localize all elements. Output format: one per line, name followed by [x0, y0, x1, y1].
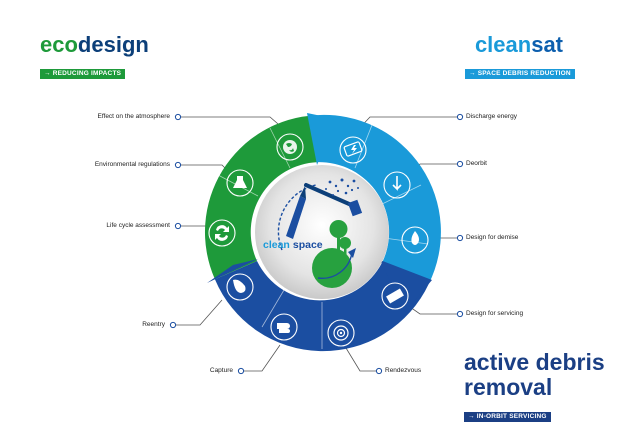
cleansat-title-part1: clean [474, 32, 532, 57]
ecodesign-tag: → REDUCING IMPACTS [40, 69, 126, 79]
arrow-notch-adr [380, 260, 432, 312]
flame-icon [401, 226, 429, 254]
tree-icon [329, 220, 348, 238]
debris-dots [325, 178, 359, 196]
hand-icon [270, 313, 298, 341]
leader-reentry [176, 299, 223, 326]
icon-glyphs [215, 140, 419, 341]
label-deorbit: Deorbit [466, 160, 487, 167]
dot-capture [237, 367, 245, 375]
adr-title: active debris removal [464, 350, 614, 400]
icon-circles [208, 133, 429, 347]
label-discharge: Discharge energy [466, 113, 517, 120]
recycle-icon [208, 219, 236, 247]
dot-lca [174, 222, 182, 230]
adr-title-line1: active debris [464, 349, 605, 375]
label-atmosphere: Effect on the atmosphere [97, 113, 170, 120]
dot-reentry [169, 321, 177, 329]
label-regulations: Environmental regulations [94, 161, 170, 168]
dot-servicing [456, 310, 464, 318]
dot-discharge [456, 113, 464, 121]
label-lca: Life cycle assessment [106, 222, 170, 229]
target-icon [327, 319, 355, 347]
adr-tag: → IN-ORBIT SERVICING [464, 412, 551, 422]
label-rendezvous: Rendezvous [385, 367, 422, 374]
dot-rendezvous [375, 367, 383, 375]
satellite-icon [381, 282, 409, 310]
center-disc [255, 165, 389, 299]
flask-icon [226, 169, 254, 197]
outer-ring [204, 113, 441, 352]
dot-regulations [174, 161, 182, 169]
cleansat-title: cleansat [475, 34, 563, 56]
adr-title-line2: removal [464, 373, 553, 400]
leader-rendezvous [345, 347, 376, 372]
center-illustration [277, 178, 363, 288]
label-reentry: Reentry [142, 321, 165, 328]
label-capture: Capture [209, 367, 233, 374]
arrow-notch-eco [207, 259, 258, 283]
rocket-icon [286, 196, 306, 239]
dot-demise [456, 234, 464, 242]
dot-atmosphere [174, 113, 182, 121]
leader-capture [244, 344, 281, 372]
ecodesign-title-part1: eco [40, 32, 78, 57]
label-demise: Design for demise [466, 234, 519, 241]
arrow-notch-cleansat [307, 113, 336, 165]
cleansat-title-part2: sat [531, 32, 563, 57]
meteor-icon [226, 273, 254, 301]
globe-icon [276, 133, 304, 161]
leader-dots [169, 113, 464, 375]
label-servicing: Design for servicing [466, 310, 524, 317]
dot-deorbit [456, 160, 464, 168]
deorbit-arrow-icon [383, 171, 411, 199]
battery-icon [339, 136, 367, 164]
ecodesign-title-part2: design [77, 32, 149, 57]
cleansat-tag: → SPACE DEBRIS REDUCTION [465, 69, 575, 79]
ecodesign-title: ecodesign [40, 34, 149, 56]
ecodesign-sector [204, 115, 318, 280]
